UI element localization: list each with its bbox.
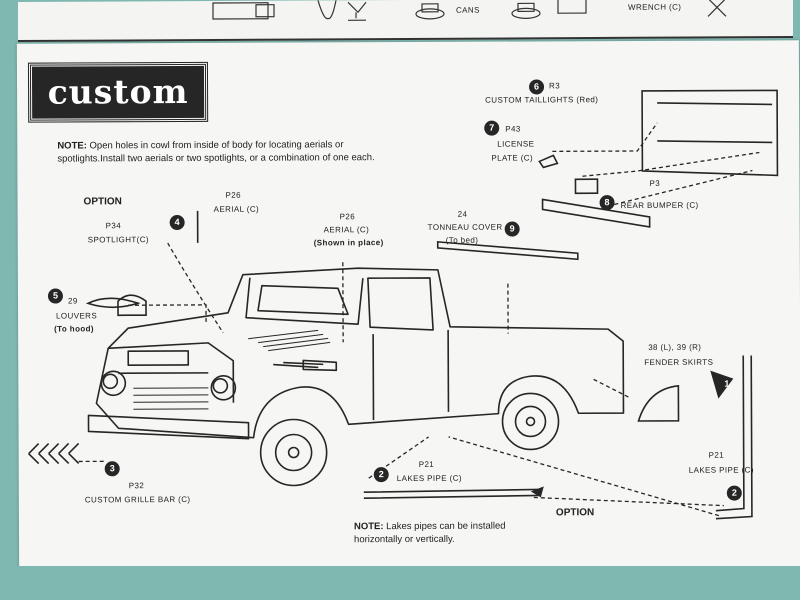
part-name-grille-bar: CUSTOM GRILLE BAR (C) (84, 494, 191, 505)
previous-page-strip: CANS WRENCH (C) (18, 0, 793, 43)
part-code-p32: P32 (128, 481, 145, 491)
lakes-pipe-vertical (715, 355, 753, 520)
option-label-bottom: OPTION (555, 507, 595, 519)
part-number-3: 3 (104, 461, 120, 477)
spotlight-part (117, 294, 147, 317)
part-code-p3: P3 (649, 178, 661, 188)
part-code-p43: P43 (505, 124, 521, 134)
lakes-pipe-horizontal (363, 488, 539, 499)
part-number-2-right: 2 (726, 485, 742, 501)
part-name-louvers: LOUVERS (56, 311, 98, 321)
part-name-spotlight: SPOTLIGHT(C) (87, 235, 149, 245)
taillight-part (538, 154, 559, 169)
part-number-5: 5 (47, 288, 63, 304)
background-bottom (0, 566, 800, 600)
part-sub-tonneau: (To bed) (445, 235, 479, 245)
part-name-taillights: CUSTOM TAILLIGHTS (Red) (485, 95, 599, 105)
parts (28, 89, 779, 520)
rear-bumper-part (541, 198, 651, 228)
part-code-29: 29 (67, 296, 78, 306)
fender-skirt-part (637, 384, 680, 422)
note-bottom-text-2: horizontally or vertically. (353, 533, 455, 546)
part-sub-louvers: (To hood) (54, 324, 95, 334)
assembly-leader-lines (78, 122, 760, 517)
option-label-top: OPTION (83, 196, 122, 208)
label-cans: CANS (456, 5, 480, 15)
tailgate-detail (641, 89, 779, 177)
note-bottom-text-1: Lakes pipes can be installed (386, 520, 506, 533)
note-bottom-label: NOTE: (353, 521, 384, 533)
part-number-8: 8 (599, 195, 615, 211)
note-lakes-pipes: NOTE: Lakes pipes can be installed horiz… (354, 520, 506, 547)
part-code-p26-shown: P26 (339, 212, 356, 222)
part-code-p26-aerial: P26 (225, 190, 241, 200)
direction-arrows (530, 370, 734, 498)
grille-bar-part (28, 442, 80, 465)
part-code-r3: R3 (549, 81, 561, 91)
part-name-license-2: PLATE (C) (491, 153, 534, 163)
part-code-38-39: 38 (L), 39 (R) (648, 342, 702, 352)
part-name-tonneau: TONNEAU COVER (427, 222, 503, 232)
part-number-2-left: 2 (373, 467, 389, 483)
part-code-p34: P34 (105, 221, 122, 231)
part-number-4: 4 (169, 214, 185, 231)
part-name-aerial: AERIAL (C) (213, 204, 260, 214)
part-sub-aerial-shown: (Shown in place) (313, 238, 384, 248)
louvers-part (85, 297, 141, 309)
previous-parts-drawings (212, 0, 727, 21)
wheels (100, 370, 560, 487)
part-name-aerial-shown: AERIAL (C) (323, 225, 370, 235)
part-name-fender-skirts: FENDER SKIRTS (644, 357, 714, 367)
tonneau-cover (436, 241, 579, 261)
truck-diagram (28, 89, 779, 520)
part-name-lakes-pipe-right: LAKES PIPE (C) (688, 465, 754, 475)
part-name-rear-bumper: REAR BUMPER (C) (620, 200, 699, 211)
part-number-9: 9 (504, 221, 520, 237)
part-code-p21-left: P21 (418, 459, 435, 469)
grille-lines (133, 329, 331, 410)
part-code-24: 24 (457, 209, 468, 219)
part-code-p21-right: P21 (708, 450, 725, 460)
part-name-lakes-pipe-left: LAKES PIPE (C) (396, 473, 462, 484)
part-number-1: 1 (724, 378, 730, 389)
part-number-6: 6 (529, 79, 545, 95)
part-name-license-1: LICENSE (497, 139, 535, 149)
license-plate-part (574, 178, 599, 195)
instruction-page: custom NOTE: Open holes in cowl from ins… (16, 40, 800, 570)
part-number-7: 7 (484, 120, 500, 136)
label-wrench: WRENCH (C) (628, 2, 682, 12)
